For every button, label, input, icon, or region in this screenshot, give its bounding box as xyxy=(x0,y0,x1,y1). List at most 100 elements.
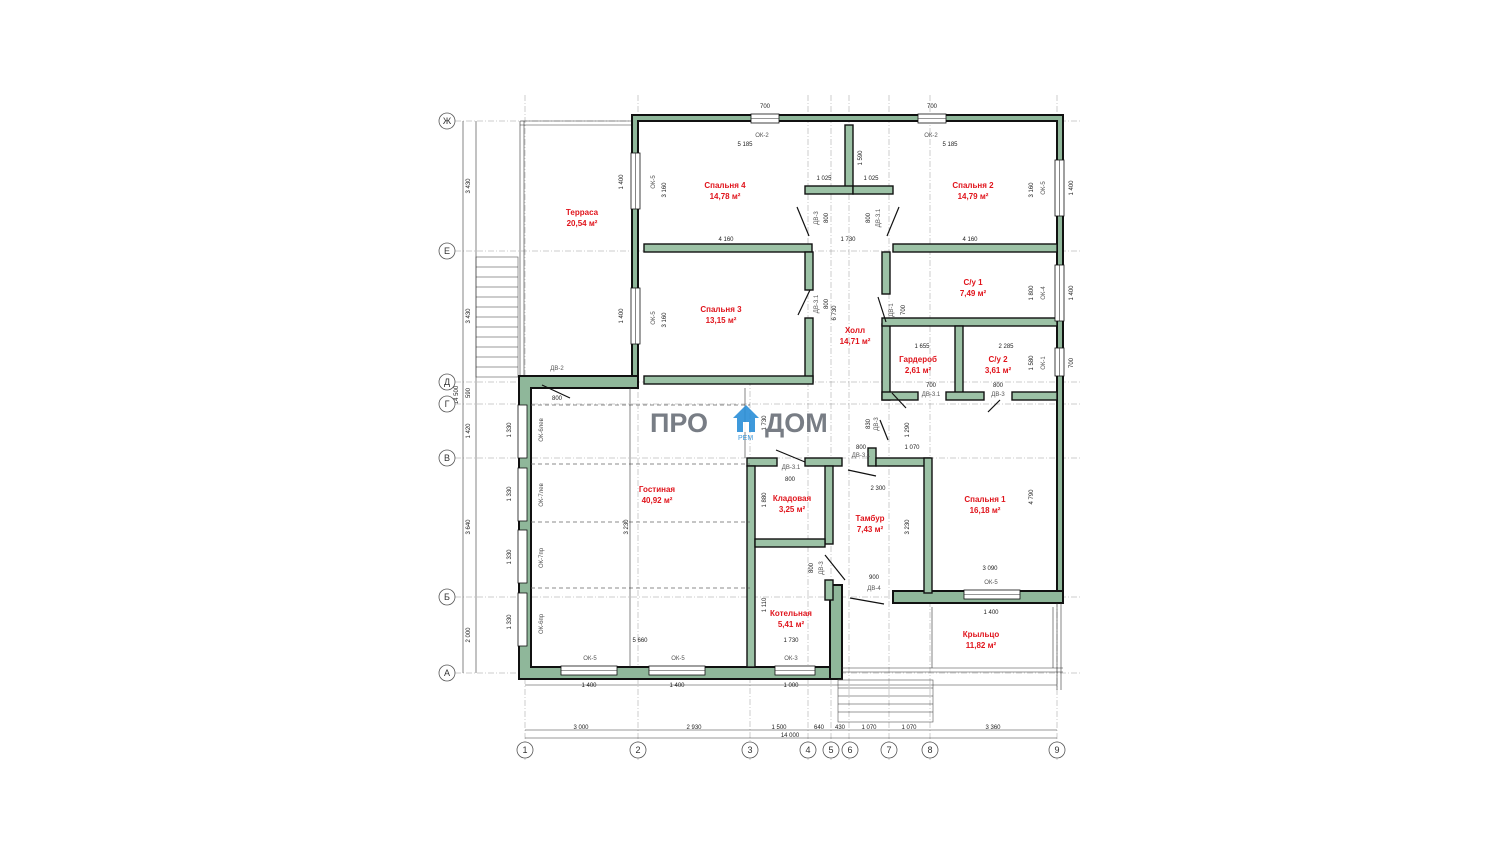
axis-col-3: 4 xyxy=(805,745,810,755)
dim-800a: 800 xyxy=(993,383,1004,389)
room-area-bed4: 14,78 м² xyxy=(710,192,741,201)
dimension-labels: 700 700 5 185 5 185 1 025 1 025 4 160 4 … xyxy=(552,104,1014,644)
left-dim-5: 3 640 xyxy=(466,519,472,535)
bottom-dim-0: 3 000 xyxy=(573,725,589,731)
room-name-wc2: С/у 2 xyxy=(988,355,1008,364)
room-area-bed1: 16,18 м² xyxy=(970,506,1001,515)
bottom-dim-1: 2 930 xyxy=(686,725,702,731)
room-area-wc1: 7,49 м² xyxy=(960,289,987,298)
mark-ok7pr: ОК-7пр xyxy=(539,547,545,568)
mark-ok5c: ОК-5 xyxy=(1041,181,1047,195)
dim-1730: 1 730 xyxy=(840,237,856,243)
window-dim-1: 1 400 xyxy=(669,683,685,689)
dim-1070: 1 070 xyxy=(904,445,920,451)
dim-4160a: 4 160 xyxy=(718,237,734,243)
dim-800d: 800 xyxy=(785,477,796,483)
column-axis-markers: 1 2 3 4 5 6 7 8 9 xyxy=(516,741,1066,759)
mark-dv2: ДВ-2 xyxy=(550,366,564,372)
dim-2285: 2 285 xyxy=(998,344,1014,350)
dim-800c: 800 xyxy=(856,445,867,451)
left-dim-1: 3 430 xyxy=(466,308,472,324)
vdim-1330c: 1 330 xyxy=(507,549,513,565)
vdim-3160c: 3 160 xyxy=(662,312,668,328)
dim-5660: 5 660 xyxy=(632,638,648,644)
vdim-1330d: 1 330 xyxy=(507,614,513,630)
vdim-700a: 700 xyxy=(901,304,907,315)
mark-dv31c: ДВ-3.1 xyxy=(922,392,941,398)
bottom-dim-5: 1 070 xyxy=(861,725,877,731)
vdim-3160b: 3 160 xyxy=(1029,182,1035,198)
exterior-walls xyxy=(518,114,1064,690)
vdim-800c: 800 xyxy=(824,298,830,309)
left-dim-0: 3 430 xyxy=(466,178,472,194)
vdim-6730: 6 730 xyxy=(832,305,838,321)
mark-dv3a: ДВ-3 xyxy=(814,211,820,225)
bottom-dim-6: 1 070 xyxy=(901,725,917,731)
vdim-1880: 1 880 xyxy=(762,492,768,508)
window-dim-0: 1 400 xyxy=(581,683,597,689)
vdim-1110: 1 110 xyxy=(762,597,768,612)
room-area-pantry: 3,25 м² xyxy=(779,505,806,514)
vdim-1400a: 1 400 xyxy=(619,174,625,190)
dim-700c: 700 xyxy=(926,383,937,389)
mark-ok6pr: ОК-6пр xyxy=(539,613,545,634)
room-name-wc1: С/у 1 xyxy=(963,278,983,287)
dim-900: 900 xyxy=(869,575,880,581)
mark-ok4: ОК-4 xyxy=(1041,286,1047,300)
axis-col-2: 3 xyxy=(747,745,752,755)
axis-row-2: Д xyxy=(444,377,450,387)
axis-col-8: 9 xyxy=(1054,745,1059,755)
axis-row-5: Б xyxy=(444,592,450,602)
dim-1655: 1 655 xyxy=(914,344,930,350)
vdim-1290: 1 290 xyxy=(905,422,911,438)
room-name-bed1: Спальня 1 xyxy=(964,495,1006,504)
room-name-porch: Крыльцо xyxy=(963,630,1000,639)
vdim-1730: 1 730 xyxy=(762,415,768,431)
living-room-beams xyxy=(531,388,750,667)
mark-dv31e: ДВ-3.1 xyxy=(782,465,801,471)
dim-1400-porch: 1 400 xyxy=(983,610,999,616)
dim-3090: 3 090 xyxy=(982,566,998,572)
dim-1025a: 1 025 xyxy=(816,176,832,182)
dim-5185a: 5 185 xyxy=(737,142,753,148)
house-icon xyxy=(733,405,759,432)
vdim-3230a: 3 230 xyxy=(624,519,630,535)
room-labels: Терраса 20,54 м² Спальня 4 14,78 м² Спал… xyxy=(566,181,1012,650)
bottom-dim-2: 1 500 xyxy=(771,725,787,731)
room-name-bed2: Спальня 2 xyxy=(952,181,994,190)
axis-col-0: 1 xyxy=(522,745,527,755)
room-area-tambour: 7,43 м² xyxy=(857,525,884,534)
room-name-pantry: Кладовая xyxy=(773,494,812,503)
vdim-3230b: 3 230 xyxy=(905,519,911,535)
dim-1730b: 1 730 xyxy=(783,638,799,644)
mark-ok2a: ОК-2 xyxy=(755,133,769,139)
vdim-1330b: 1 330 xyxy=(507,486,513,502)
axis-col-7: 8 xyxy=(927,745,932,755)
dim-2300: 2 300 xyxy=(870,486,886,492)
left-dim-4: 1 420 xyxy=(466,423,472,439)
vdim-1800: 1 800 xyxy=(1029,285,1035,301)
mark-ok7lev: ОК-7лев xyxy=(539,483,545,507)
left-dimension-chain: 3 430 3 430 14 500 590 1 420 3 640 2 000 xyxy=(454,121,477,673)
vdim-700b: 700 xyxy=(1069,357,1075,368)
axis-row-4: В xyxy=(444,453,450,463)
vdim-1400d: 1 400 xyxy=(1069,285,1075,301)
room-name-tambour: Тамбур xyxy=(855,514,884,523)
vertical-dimension-labels: 1 400 3 160 1 590 3 160 1 400 800 800 1 … xyxy=(507,150,1075,630)
mark-dv31b: ДВ-3.1 xyxy=(814,294,820,313)
vdim-1580: 1 580 xyxy=(1029,355,1035,371)
total-dim: 14 000 xyxy=(781,733,800,739)
axis-col-5: 6 xyxy=(847,745,852,755)
room-area-hall: 14,71 м² xyxy=(840,337,871,346)
vdim-1330a: 1 330 xyxy=(507,422,513,438)
room-area-bed3: 13,15 м² xyxy=(706,316,737,325)
watermark-logo: ПРО РЕМ ДОМ xyxy=(650,405,828,442)
dim-800b: 800 xyxy=(552,396,563,402)
room-name-terrace: Терраса xyxy=(566,208,599,217)
room-name-hall: Холл xyxy=(845,326,865,335)
doors xyxy=(541,206,1001,605)
dim-4160b: 4 160 xyxy=(962,237,978,243)
mark-dv3b: ДВ-3 xyxy=(991,392,1005,398)
terrace-structure xyxy=(475,120,638,382)
axis-col-1: 2 xyxy=(635,745,640,755)
